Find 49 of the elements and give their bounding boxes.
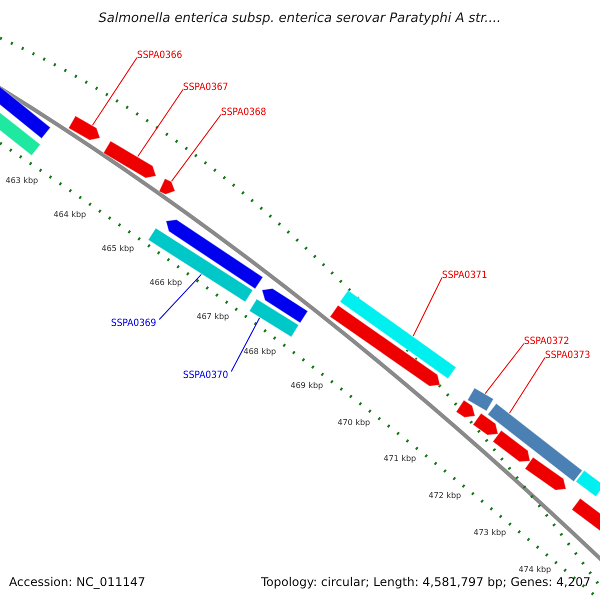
gene-bar — [575, 470, 600, 498]
leader-line — [92, 57, 138, 126]
gene-label: SSPA0370 — [183, 370, 228, 380]
gene-bar — [148, 227, 254, 303]
gene-feature — [102, 140, 157, 178]
leader-line — [158, 274, 202, 320]
gene-feature — [329, 304, 441, 387]
leader-line — [171, 114, 222, 182]
gene-label: SSPA0371 — [442, 270, 488, 280]
scale-label: 471 kbp — [384, 454, 416, 462]
gene-feature — [165, 219, 264, 290]
gene-label: SSPA0367 — [183, 82, 228, 92]
genome-summary-text: Topology: circular; Length: 4,581,797 bp; Genes: 4,207 — [261, 575, 591, 589]
gene-feature — [524, 456, 567, 491]
scale-label: 466 kbp — [150, 278, 182, 286]
gene-bar — [487, 402, 583, 482]
gene-label: SSPA0369 — [111, 318, 156, 328]
gene-bar — [466, 387, 494, 412]
scale-label: 464 kbp — [54, 210, 86, 218]
gene-feature — [571, 498, 600, 532]
leader-line — [509, 357, 546, 414]
scale-label: 463 kbp — [6, 176, 38, 184]
scale-label: 469 kbp — [290, 380, 324, 390]
gene-feature — [455, 399, 476, 418]
gene-label: SSPA0366 — [137, 50, 182, 60]
map-title: Salmonella enterica subsp. enterica serovar Paratyphi A str.... — [98, 10, 502, 26]
gene-bar — [248, 298, 300, 338]
scale-label: 474 kbp — [518, 564, 552, 574]
scale-label: 472 kbp — [428, 490, 462, 500]
accession-text: Accession: NC_011147 — [9, 575, 146, 589]
leader-line — [412, 277, 442, 337]
gene-label: SSPA0372 — [524, 336, 570, 346]
scale-label: 473 kbp — [474, 528, 506, 536]
leader-line — [137, 89, 184, 157]
gene-feature — [492, 430, 531, 462]
leader-line — [484, 343, 524, 394]
gene-feature — [472, 412, 499, 436]
leader-line — [230, 317, 260, 372]
gene-feature — [261, 288, 308, 324]
gene-bar — [339, 290, 457, 380]
gene-label: SSPA0368 — [221, 106, 266, 118]
scale-label: 465 kbp — [102, 244, 134, 252]
scale-label: 467 kbp — [196, 312, 230, 320]
gene-label: SSPA0373 — [545, 350, 590, 360]
scale-label: 468 kbp — [244, 346, 276, 356]
gene-feature — [0, 85, 52, 140]
scale-label: 470 kbp — [338, 418, 370, 426]
gene-feature — [68, 115, 101, 141]
gene-feature — [158, 178, 176, 195]
